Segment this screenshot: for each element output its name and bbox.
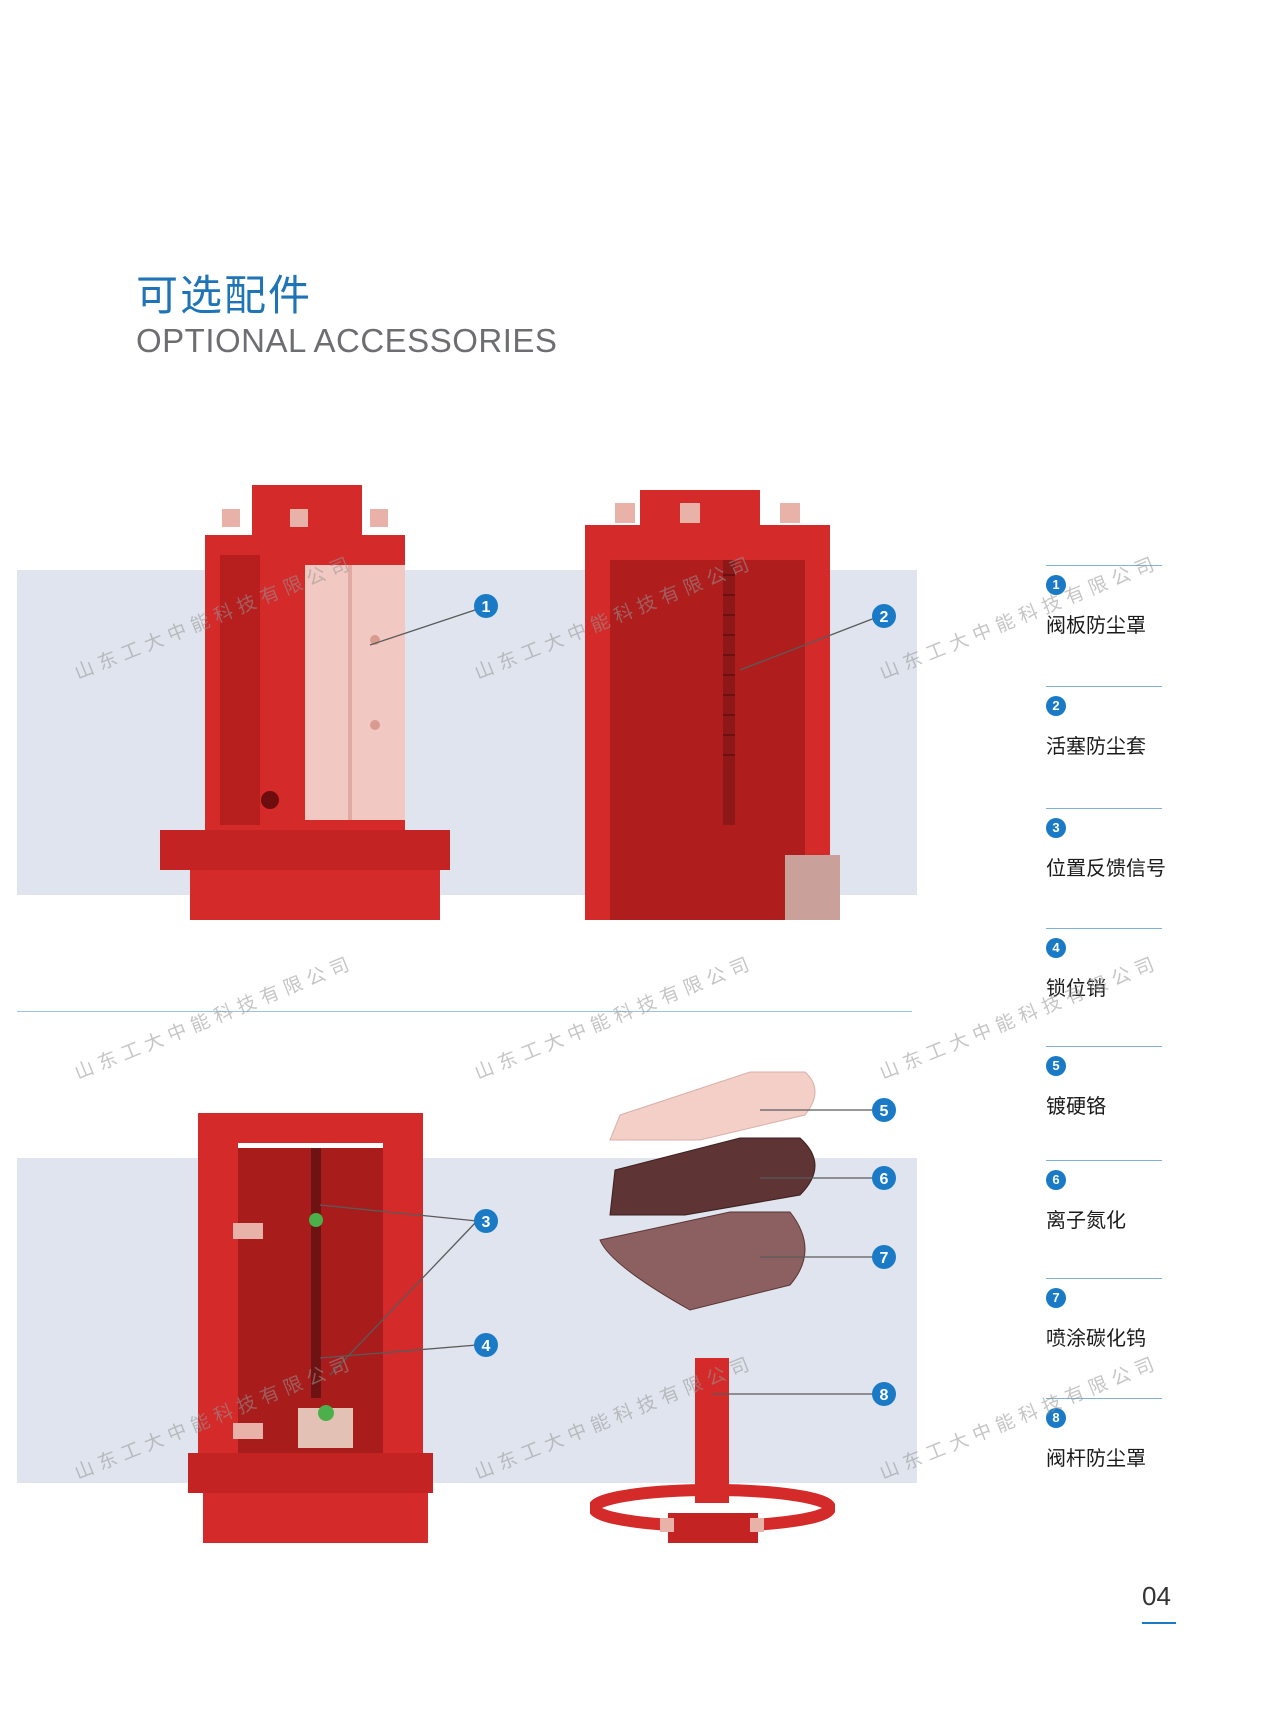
legend-label: 镀硬铬	[1046, 1094, 1106, 1118]
legend-number-badge: 3	[1046, 818, 1066, 838]
legend-number-badge: 1	[1046, 575, 1066, 595]
page-number-underline	[1142, 1622, 1176, 1624]
valve-position-feedback-image	[188, 1113, 433, 1543]
valve-plate-dust-cover-image	[160, 485, 450, 920]
legend-label: 离子氮化	[1046, 1208, 1126, 1232]
legend-item: 5 镀硬铬	[1046, 1046, 1164, 1118]
legend-number-badge: 8	[1046, 1408, 1066, 1428]
page-number: 04	[1142, 1581, 1171, 1611]
legend-divider	[1046, 686, 1162, 687]
legend-number-badge: 4	[1046, 938, 1066, 958]
legend-item: 1 阀板防尘罩	[1046, 565, 1164, 637]
stem-dust-cover-handwheel-image	[590, 1358, 835, 1543]
legend-label: 喷涂碳化钨	[1046, 1326, 1146, 1350]
watermark: 山东工大中能科技有限公司	[71, 951, 358, 1085]
gate-coating-samples-image	[599, 1071, 816, 1311]
legend-item: 7 喷涂碳化钨	[1046, 1278, 1164, 1350]
legend-divider	[1046, 565, 1162, 566]
legend-divider	[1046, 1046, 1162, 1047]
callout-label-5: 5	[880, 1103, 889, 1120]
legend-item: 8 阀杆防尘罩	[1046, 1398, 1164, 1470]
legend-number-badge: 5	[1046, 1056, 1066, 1076]
legend-label: 阀板防尘罩	[1046, 613, 1146, 637]
legend-divider	[1046, 928, 1162, 929]
legend-divider	[1046, 1398, 1162, 1399]
legend-item: 3 位置反馈信号	[1046, 808, 1166, 880]
legend-divider	[1046, 1160, 1162, 1161]
watermark: 山东工大中能科技有限公司	[876, 951, 1163, 1085]
legend-number-badge: 7	[1046, 1288, 1066, 1308]
legend-number-badge: 2	[1046, 696, 1066, 716]
legend-divider	[1046, 808, 1162, 809]
valve-piston-dust-boot-image	[585, 490, 840, 920]
legend-item: 6 离子氮化	[1046, 1160, 1164, 1232]
section-divider	[17, 1011, 912, 1012]
legend-divider	[1046, 1278, 1162, 1279]
page-subtitle: OPTIONAL ACCESSORIES	[136, 322, 558, 359]
legend-label: 锁位销	[1046, 976, 1106, 1000]
legend-number-badge: 6	[1046, 1170, 1066, 1190]
legend-item: 2 活塞防尘套	[1046, 686, 1164, 758]
legend-label: 阀杆防尘罩	[1046, 1446, 1146, 1470]
legend-label: 位置反馈信号	[1046, 856, 1166, 880]
legend-label: 活塞防尘套	[1046, 734, 1146, 758]
legend-item: 4 锁位销	[1046, 928, 1164, 1000]
watermark: 山东工大中能科技有限公司	[471, 951, 758, 1085]
callout-badge-5: 5	[872, 1098, 896, 1122]
page-title: 可选配件	[136, 271, 313, 320]
